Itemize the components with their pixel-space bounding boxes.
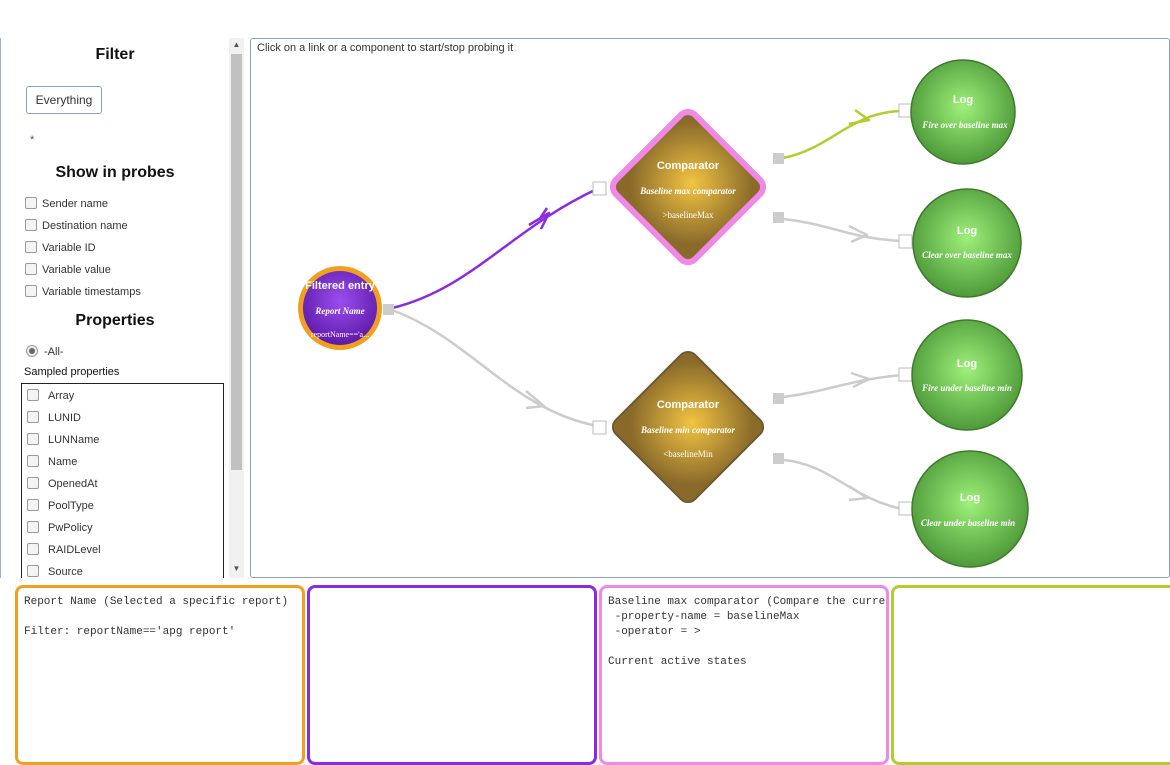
checkbox-icon[interactable]	[25, 241, 37, 253]
log-clear-over-node[interactable]: Log Clear over baseline max	[912, 188, 1022, 298]
entry-title: Filtered entry	[305, 280, 376, 292]
scroll-thumb[interactable]	[231, 54, 242, 470]
comparator-min-title: Comparator	[657, 399, 720, 411]
property-array-checkbox[interactable]: Array	[27, 388, 74, 404]
variable-value-checkbox[interactable]: Variable value	[25, 262, 111, 278]
log1-input-port[interactable]	[898, 103, 913, 118]
left-panel-scrollbar[interactable]: ▲ ▼	[229, 38, 244, 578]
comparator-min-subtitle: Baseline min comparator	[640, 425, 736, 435]
property-source-checkbox[interactable]: Source	[27, 564, 83, 578]
scroll-down-arrow-icon[interactable]: ▼	[232, 564, 241, 573]
log4-input-port[interactable]	[898, 501, 913, 516]
link-entry-to-max[interactable]	[391, 187, 598, 310]
checkbox-icon[interactable]	[27, 499, 39, 511]
log3-input-port[interactable]	[898, 367, 913, 382]
comparator-min-node[interactable]: Comparator Baseline min comparator <base…	[609, 348, 767, 506]
entry-output-port[interactable]	[383, 304, 394, 315]
checkbox-icon[interactable]	[27, 433, 39, 445]
log-subtitle: Fire over baseline max	[921, 120, 1008, 130]
checkbox-icon[interactable]	[27, 411, 39, 423]
log-title: Log	[960, 492, 980, 504]
log-title: Log	[957, 358, 977, 370]
link-probe-text	[310, 588, 594, 595]
checkbox-icon[interactable]	[25, 219, 37, 231]
log-link-probe-text	[894, 588, 1170, 595]
entry-probe-text: Report Name (Selected a specific report)…	[24, 596, 289, 638]
all-properties-radio[interactable]: -All-	[26, 345, 64, 359]
comparator-min-detail: <baselineMin	[663, 449, 713, 459]
variable-timestamps-checkbox[interactable]: Variable timestamps	[25, 284, 141, 300]
variable-id-checkbox[interactable]: Variable ID	[25, 240, 96, 256]
checkbox-icon[interactable]	[25, 263, 37, 275]
log-fire-under-node[interactable]: Log Fire under baseline min	[911, 319, 1023, 431]
checkbox-icon[interactable]	[27, 455, 39, 467]
comparator-max-detail: >baselineMax	[662, 210, 714, 220]
destination-name-checkbox[interactable]: Destination name	[25, 218, 128, 234]
log-title: Log	[953, 94, 973, 106]
property-raidlevel-checkbox[interactable]: RAIDLevel	[27, 542, 101, 558]
show-in-probes-heading: Show in probes	[55, 164, 175, 181]
log2-input-port[interactable]	[898, 234, 913, 249]
link-max-to-clear-log[interactable]	[782, 217, 904, 244]
property-lunname-checkbox[interactable]: LUNName	[27, 432, 99, 448]
sampled-properties-label: Sampled properties	[24, 366, 120, 378]
comparator-max-title: Comparator	[657, 160, 720, 172]
link-probe-panel[interactable]	[307, 585, 597, 765]
properties-heading: Properties	[75, 312, 155, 329]
comparator-max-node[interactable]: Comparator Baseline max comparator >base…	[609, 108, 767, 266]
flow-diagram: Click on a link or a component to start/…	[250, 38, 1170, 578]
link-min-to-clear-log[interactable]	[782, 458, 904, 511]
checkbox-icon[interactable]	[27, 543, 39, 555]
max-input-port[interactable]	[592, 181, 607, 196]
log-subtitle: Clear under baseline min	[921, 518, 1015, 528]
comparator-max-subtitle: Baseline max comparator	[639, 186, 736, 196]
entry-detail: reportName=='a...	[311, 330, 369, 339]
log-fire-over-node[interactable]: Log Fire over baseline max	[910, 59, 1016, 165]
filter-expression: *	[30, 134, 35, 146]
min-output-port-2[interactable]	[773, 453, 784, 464]
checkbox-icon[interactable]	[25, 285, 37, 297]
property-pooltype-checkbox[interactable]: PoolType	[27, 498, 94, 514]
comparator-probe-text: Baseline max comparator (Compare the cur…	[608, 596, 886, 668]
checkbox-icon[interactable]	[27, 389, 39, 401]
everything-button[interactable]: Everything	[26, 86, 102, 114]
checkbox-icon[interactable]	[27, 565, 39, 577]
link-entry-to-min[interactable]	[391, 308, 598, 428]
log-subtitle: Clear over baseline max	[922, 250, 1012, 260]
property-openedat-checkbox[interactable]: OpenedAt	[27, 476, 98, 492]
checkbox-icon[interactable]	[25, 197, 37, 209]
max-output-port-2[interactable]	[773, 212, 784, 223]
filtered-entry-node[interactable]: Filtered entry Report Name reportName=='…	[298, 266, 382, 350]
log-title: Log	[957, 225, 977, 237]
entry-probe-panel[interactable]: Report Name (Selected a specific report)…	[15, 585, 305, 765]
checkbox-icon[interactable]	[27, 521, 39, 533]
log-subtitle: Fire under baseline min	[921, 383, 1012, 393]
property-pwpolicy-checkbox[interactable]: PwPolicy	[27, 520, 93, 536]
link-min-to-fire-log[interactable]	[782, 371, 904, 399]
entry-subtitle: Report Name	[314, 306, 364, 316]
max-output-port-1[interactable]	[773, 153, 784, 164]
min-input-port[interactable]	[592, 420, 607, 435]
sampled-properties-list: Array LUNID LUNName Name OpenedAt PoolTy…	[21, 383, 224, 578]
sender-name-checkbox[interactable]: Sender name	[25, 196, 108, 212]
log-link-probe-panel[interactable]	[891, 585, 1170, 765]
log-clear-under-node[interactable]: Log Clear under baseline min	[911, 450, 1029, 568]
filter-panel: Filter Everything * Show in probes Sende…	[0, 38, 229, 578]
filter-heading: Filter	[95, 46, 135, 63]
scroll-up-arrow-icon[interactable]: ▲	[232, 40, 241, 49]
diagram-instruction: Click on a link or a component to start/…	[257, 42, 514, 54]
min-output-port-1[interactable]	[773, 393, 784, 404]
checkbox-icon[interactable]	[27, 477, 39, 489]
link-max-to-fire-log[interactable]	[782, 108, 904, 160]
property-name-checkbox[interactable]: Name	[27, 454, 77, 470]
radio-selected-icon[interactable]	[26, 345, 38, 357]
comparator-probe-panel[interactable]: Baseline max comparator (Compare the cur…	[599, 585, 889, 765]
property-lunid-checkbox[interactable]: LUNID	[27, 410, 81, 426]
